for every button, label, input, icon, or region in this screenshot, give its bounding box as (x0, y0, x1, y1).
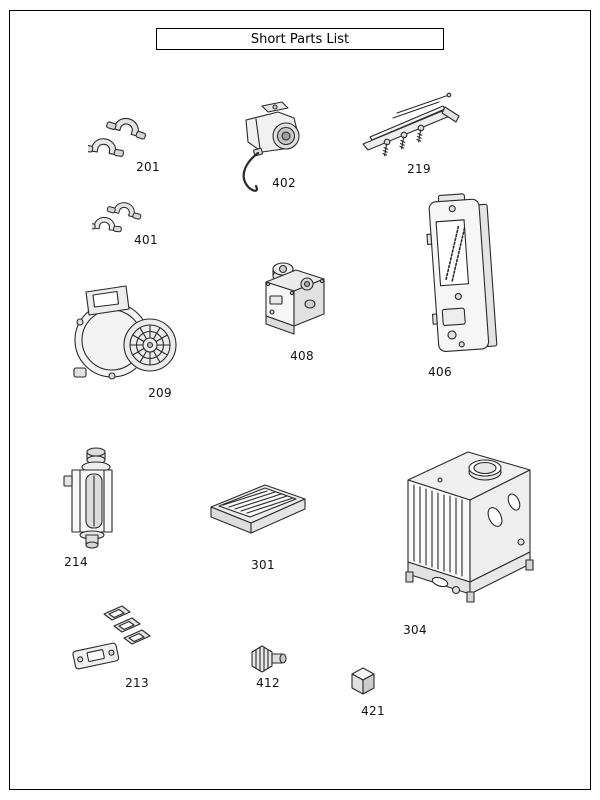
part-213-figure (66, 602, 166, 674)
part-412-label: 412 (256, 676, 280, 690)
part-209-label: 209 (148, 386, 172, 400)
clip-pair-small-icon (92, 202, 142, 233)
part-304-label: 304 (403, 623, 427, 637)
part-219-figure (357, 92, 462, 164)
gasket-kit-icon (72, 605, 151, 670)
page-border (9, 10, 591, 790)
condensate-tray-icon (210, 484, 306, 534)
part-304-figure (390, 442, 545, 617)
part-209-figure (66, 282, 186, 387)
part-421-figure (347, 664, 377, 696)
part-401-label: 401 (134, 233, 158, 247)
part-214-label: 214 (64, 555, 88, 569)
part-406-label: 406 (428, 365, 452, 379)
control-unit-icon (426, 193, 498, 352)
part-401-figure (92, 194, 154, 236)
fitting-nut-icon (251, 645, 287, 673)
gas-valve-icon (265, 262, 325, 335)
part-301-label: 301 (251, 558, 275, 572)
part-406-figure (422, 192, 507, 362)
electrode-assembly-icon (63, 447, 113, 549)
spare-block-icon (351, 667, 375, 695)
page-title: Short Parts List (156, 28, 444, 50)
part-421-label: 421 (361, 704, 385, 718)
fan-blower-icon (73, 285, 177, 380)
part-402-label: 402 (272, 176, 296, 190)
actuator-cable-icon (242, 101, 300, 192)
part-412-figure (246, 640, 291, 678)
part-408-figure (250, 252, 335, 347)
part-301-figure (203, 477, 313, 542)
part-408-label: 408 (290, 349, 314, 363)
clip-pair-icon (88, 117, 147, 157)
part-219-label: 219 (407, 162, 431, 176)
part-402-figure (228, 100, 318, 195)
part-201-figure (88, 106, 168, 166)
heat-exchanger-icon (405, 451, 534, 603)
part-214-figure (56, 440, 131, 555)
mounting-rail-screws-icon (362, 92, 460, 157)
part-201-label: 201 (136, 160, 160, 174)
part-213-label: 213 (125, 676, 149, 690)
